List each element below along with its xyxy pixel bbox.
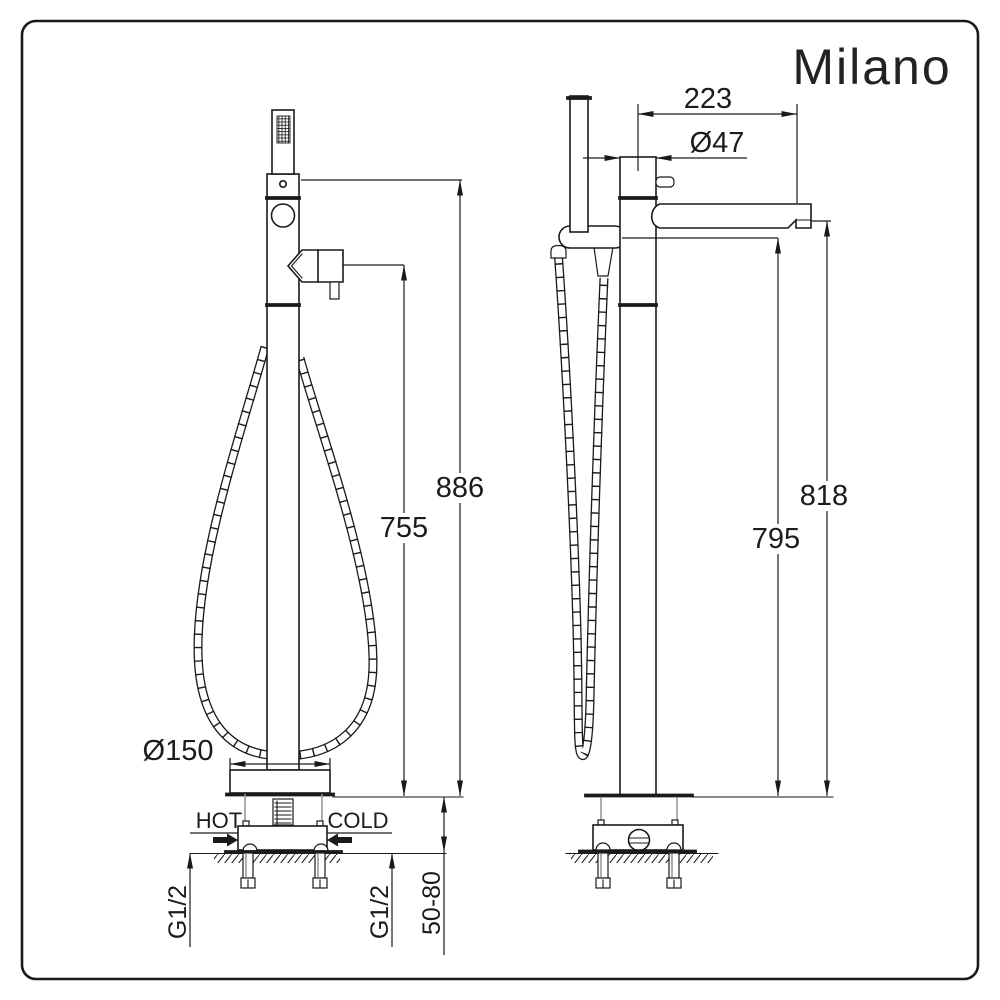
hot-label: HOT	[196, 808, 242, 833]
hose-nut	[550, 244, 567, 259]
connection-dimensions: G1/2 G1/2 50-80	[164, 797, 447, 955]
side-view: 223 Ø47	[550, 83, 850, 889]
base-diameter-dimension: Ø150	[143, 735, 331, 770]
fixing-kit-front	[224, 794, 343, 854]
hand-shower-front	[271, 109, 295, 175]
riser-column	[265, 173, 301, 771]
column-diameter-label: Ø47	[690, 127, 745, 159]
control-lever	[655, 176, 675, 188]
floor-hatch	[214, 854, 340, 863]
border-frame	[20, 19, 980, 981]
cold-thread-label: G1/2	[366, 885, 394, 939]
cold-flow-arrow-icon	[327, 833, 352, 847]
spout-height-label: 755	[380, 512, 428, 544]
column-diameter-dimension: Ø47	[583, 127, 747, 161]
pilot-hole	[278, 180, 287, 189]
spout-underside-label: 795	[752, 523, 800, 555]
hot-flow-arrow-icon	[213, 833, 238, 847]
spray-face	[276, 115, 291, 144]
cold-label: COLD	[327, 808, 388, 833]
overall-height-label: 886	[436, 472, 484, 504]
spout-side	[650, 203, 812, 229]
mixer-handle-front	[286, 249, 344, 300]
front-view: HOT COLD Ø150 G1/2 G1/2 50-80	[143, 109, 485, 955]
base-diameter-label: Ø150	[143, 735, 214, 767]
spout-height-dimension: 755	[343, 264, 429, 796]
floor-hatch	[571, 854, 713, 863]
floor-depth-label: 50-80	[418, 871, 446, 935]
spout-tip-dimension: 818	[800, 220, 850, 796]
riser-column-side	[618, 156, 675, 796]
supply-tails-front	[240, 852, 328, 889]
hose-side	[550, 244, 614, 760]
overall-height-dimension: 886	[301, 179, 485, 796]
base-side	[565, 793, 834, 889]
diverter-button	[270, 203, 296, 228]
hot-cold-labels: HOT COLD	[190, 808, 392, 847]
hot-thread-label: G1/2	[164, 885, 192, 939]
brand-logo: Milano	[792, 39, 951, 95]
spout-tip-label: 818	[800, 480, 848, 512]
hand-shower-side	[558, 95, 627, 249]
spout-reach-dimension: 223	[637, 83, 798, 203]
spout-underside-dimension: 795	[622, 237, 801, 796]
spout-reach-label: 223	[684, 83, 732, 115]
